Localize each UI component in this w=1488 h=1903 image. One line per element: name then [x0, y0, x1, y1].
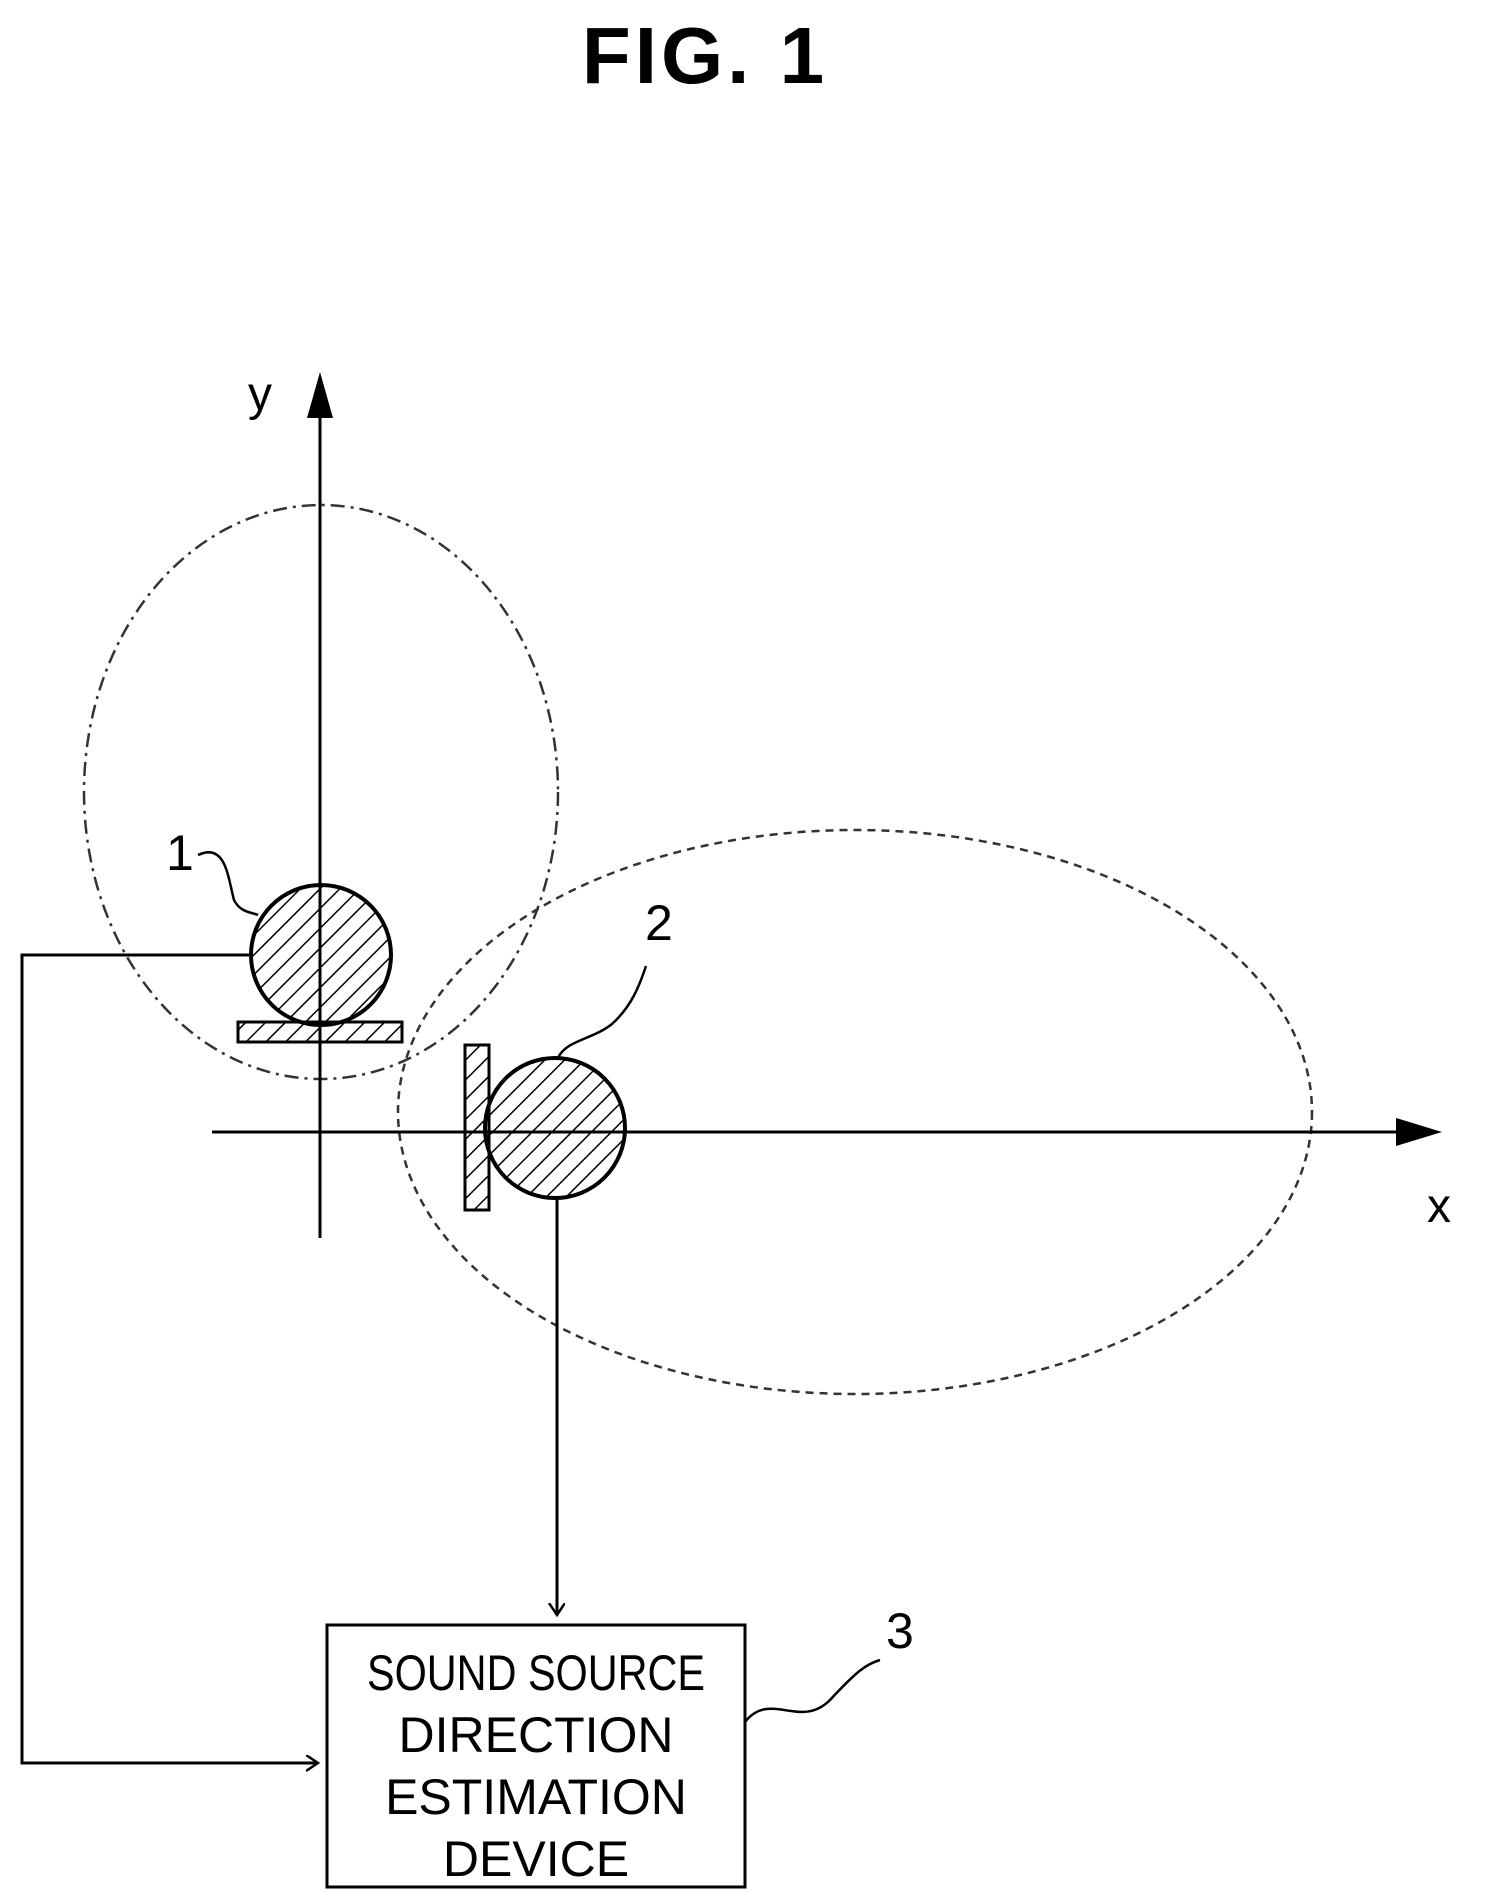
x-axis-arrowhead — [1396, 1118, 1442, 1146]
mic1-leader-line — [198, 852, 258, 915]
mic1-signal-line — [22, 955, 318, 1763]
y-axis-arrowhead — [307, 372, 333, 418]
mic2-leader-line — [558, 966, 646, 1058]
device-text-line-4: DEVICE — [443, 1831, 629, 1887]
device-text-line-1: SOUND SOURCE — [367, 1645, 705, 1701]
device-leader-line — [745, 1660, 880, 1722]
device-text-line-3: ESTIMATION — [385, 1769, 687, 1825]
mic2-body — [485, 1058, 625, 1198]
mic1-body — [251, 885, 391, 1025]
device-text-line-2: DIRECTION — [399, 1707, 674, 1763]
x-axis-label: x — [1427, 1180, 1451, 1233]
mic2-label: 2 — [645, 895, 673, 951]
y-axis-label: y — [248, 368, 272, 421]
device-label: 3 — [886, 1603, 914, 1659]
mic1-label: 1 — [166, 825, 194, 881]
